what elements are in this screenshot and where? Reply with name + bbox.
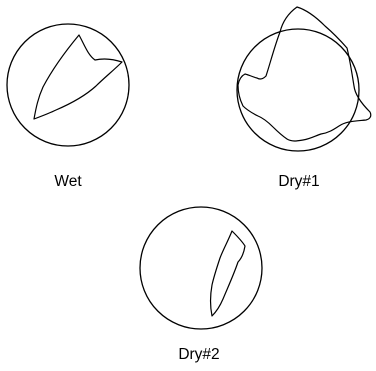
dry1-label: Dry#1 [278,173,319,190]
dry2-boundary-circle [140,207,262,329]
panel-wet: Wet [7,24,129,190]
wet-boundary-circle [7,24,129,146]
dry2-label: Dry#2 [178,346,219,363]
dry1-boundary-circle [237,29,359,151]
wet-label: Wet [54,173,82,190]
panel-dry1: Dry#1 [237,7,371,190]
panel-dry2: Dry#2 [140,207,262,363]
dry2-shape-outline [211,231,246,316]
wet-shape-outline [34,35,122,119]
